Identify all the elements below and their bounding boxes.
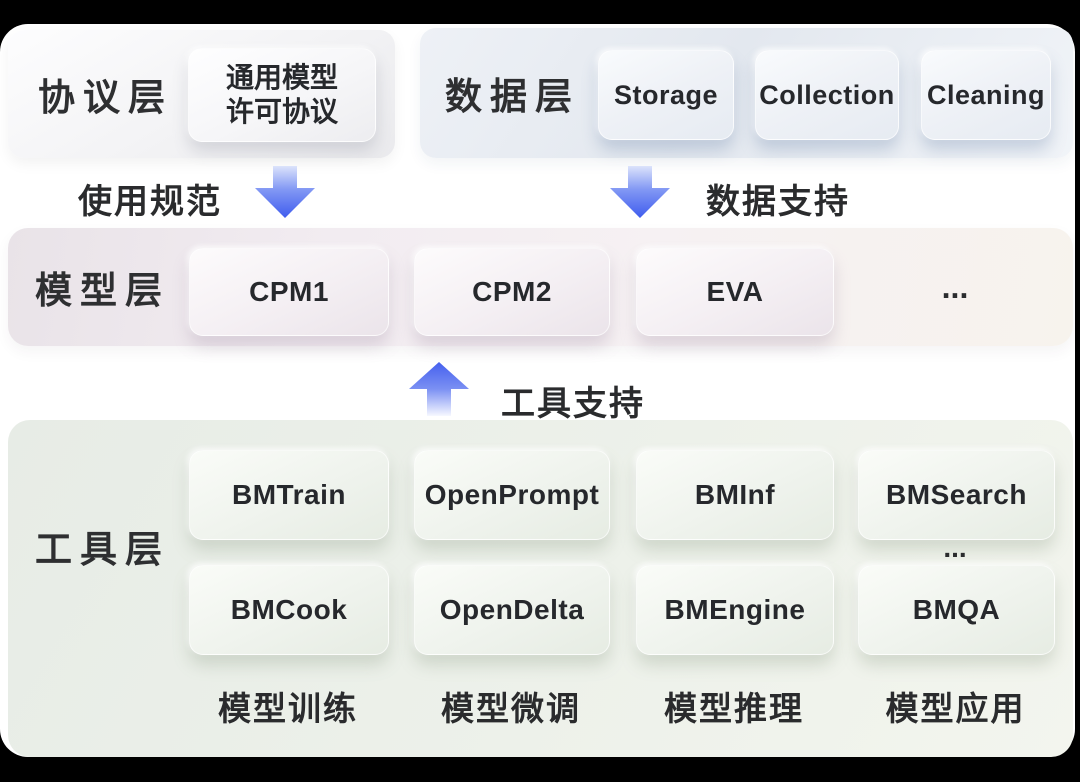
model-layer-label: 模型层 [35, 270, 170, 311]
tool-layer-label: 工具层 [35, 529, 170, 570]
tool-support-caption: 工具支持 [501, 385, 645, 423]
chip-cpm2: CPM2 [414, 248, 610, 336]
license-line-2: 许可协议 [225, 96, 338, 127]
chip-opendelta: OpenDelta [414, 565, 610, 655]
chip-bmsearch: BMSearch [858, 450, 1055, 540]
chip-collection: Collection [755, 50, 899, 140]
data-layer-card: 数据层 Storage Collection Cleaning [420, 28, 1073, 158]
data-support-caption: 数据支持 [706, 183, 850, 221]
category-application: 模型应用 [885, 690, 1026, 727]
chip-bminf: BMInf [636, 450, 834, 540]
tool-more-dots: ... [943, 532, 967, 563]
chip-cpm1: CPM1 [189, 248, 389, 336]
chip-bmqa: BMQA [858, 565, 1055, 655]
chip-bmtrain: BMTrain [189, 450, 389, 540]
chip-bmcook: BMCook [189, 565, 389, 655]
chip-eva: EVA [636, 248, 834, 336]
chip-openprompt: OpenPrompt [414, 450, 610, 540]
down-arrow-icon [255, 166, 315, 218]
down-arrow-icon [610, 166, 670, 218]
chip-storage: Storage [598, 50, 734, 140]
category-inference: 模型推理 [664, 690, 804, 727]
protocol-layer-card: 协议层 通用模型 许可协议 [8, 30, 395, 158]
data-layer-label: 数据层 [445, 76, 580, 117]
model-layer-card: 模型层 CPM1 CPM2 EVA ... [8, 228, 1073, 346]
protocol-layer-label: 协议层 [38, 77, 173, 118]
category-finetuning: 模型微调 [441, 690, 581, 727]
tool-layer-card: 工具层 BMTrain OpenPrompt BMInf BMSearch ..… [8, 420, 1073, 757]
license-line-1: 通用模型 [225, 62, 338, 93]
model-more-dots: ... [941, 268, 969, 305]
usage-caption: 使用规范 [78, 183, 222, 221]
category-training: 模型训练 [218, 690, 358, 727]
chip-bmengine: BMEngine [636, 565, 834, 655]
chip-cleaning: Cleaning [921, 50, 1051, 140]
up-arrow-icon [409, 362, 469, 416]
license-box: 通用模型 许可协议 [188, 48, 376, 142]
